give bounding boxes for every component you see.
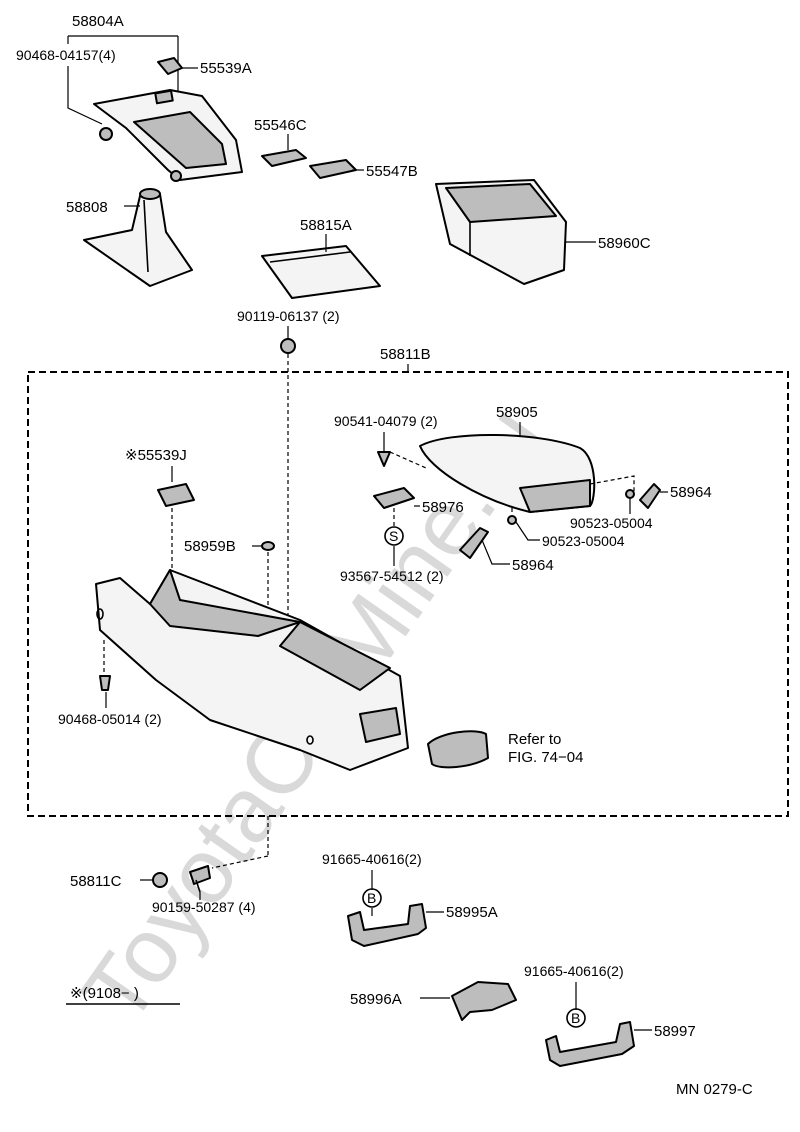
part-55539J: ※55539J (125, 447, 195, 610)
part-90468-05014: 90468-05014 (2) (58, 675, 162, 727)
label-90523-05004-a: 90523-05004 (570, 515, 653, 531)
label-90119-06137: 90119-06137 (2) (237, 308, 339, 324)
label-58815A: 58815A (300, 217, 352, 234)
label-90468-04157: 90468-04157(4) (16, 47, 116, 63)
part-58804A-panel (93, 89, 243, 182)
label-91665-40616-a: 91665-40616(2) (322, 851, 422, 867)
label-58804A: 58804A (72, 13, 124, 30)
part-55539A: 55539A (157, 57, 252, 77)
label-58964-lower: 58964 (512, 557, 554, 574)
part-55546C: 55546C (254, 117, 307, 167)
label-55547B: 55547B (366, 163, 418, 180)
part-58964-lower: 58964 (459, 527, 554, 574)
part-58811B-console (95, 569, 409, 771)
part-90119-06137: 90119-06137 (2) (237, 308, 339, 640)
label-refer-to: Refer to (508, 731, 561, 748)
part-58808-boot: 58808 (66, 188, 193, 287)
part-58815A-mat: 58815A (261, 217, 381, 299)
label-58905: 58905 (496, 404, 538, 421)
group-58811B: 58811B (27, 346, 789, 817)
label-55539J: ※55539J (125, 447, 187, 464)
label-58960C: 58960C (598, 235, 651, 252)
label-58808: 58808 (66, 199, 108, 216)
label-90468-05014: 90468-05014 (2) (58, 711, 162, 727)
label-55539A: 55539A (200, 60, 252, 77)
marker-b-b: B (571, 1010, 580, 1026)
part-90541-04079: 90541-04079 (2) (334, 413, 438, 469)
part-58995A-bracket: 91665-40616(2) B 58995A (322, 851, 498, 947)
label-55546C: 55546C (254, 117, 307, 134)
part-55547B: 55547B (309, 159, 418, 180)
part-58964-right: 58964 90523-05004 (570, 475, 712, 531)
label-58804A-group: 58804A 90468-04157(4) (16, 13, 179, 125)
label-58811B: 58811B (380, 346, 431, 363)
label-58976: 58976 (422, 499, 464, 516)
marker-s: S (389, 528, 398, 544)
part-93567-54512: S 93567-54512 (2) (340, 508, 444, 584)
label-90541-04079: 90541-04079 (2) (334, 413, 438, 429)
label-58995A: 58995A (446, 904, 498, 921)
part-58976-hinge: 58976 (373, 487, 464, 516)
part-58905-armrest: 58905 (419, 404, 596, 513)
part-58996A-bracket: 58996A (350, 981, 517, 1021)
label-fig-74-04: FIG. 74−04 (508, 749, 583, 766)
label-90523-05004-b: 90523-05004 (542, 533, 625, 549)
label-58997: 58997 (654, 1023, 696, 1040)
part-58997-bracket: 91665-40616(2) B 58997 (524, 963, 696, 1067)
part-90159-50287: 90159-50287 (4) (152, 865, 256, 915)
part-58811C: 58811C (70, 816, 269, 890)
label-58959B: 58959B (184, 538, 236, 555)
label-58811C: 58811C (70, 873, 122, 890)
part-refer-fig-74-04: Refer to FIG. 74−04 (427, 730, 583, 769)
label-58996A: 58996A (350, 991, 402, 1008)
label-93567-54512: 93567-54512 (2) (340, 568, 444, 584)
footer-code: MN 0279-C (676, 1081, 753, 1098)
part-58960C-box: 58960C (435, 179, 651, 285)
label-58964-right: 58964 (670, 484, 712, 501)
part-90523-05004-lower: 90523-05004 (507, 508, 625, 549)
label-90159-50287: 90159-50287 (4) (152, 899, 256, 915)
marker-b-a: B (367, 890, 376, 906)
note-9108: ※(9108− ) (66, 985, 180, 1005)
note-text: ※(9108− ) (70, 985, 139, 1002)
label-91665-40616-b: 91665-40616(2) (524, 963, 624, 979)
